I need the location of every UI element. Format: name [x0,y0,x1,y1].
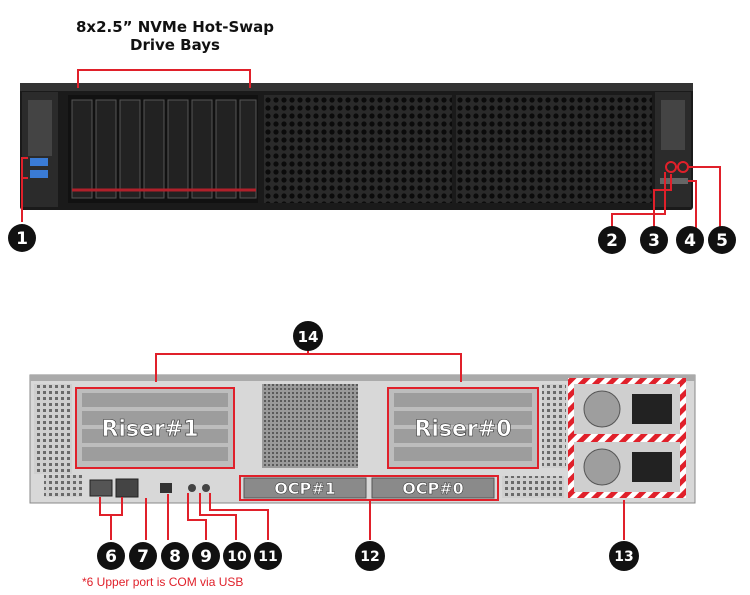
riser0-slot [394,411,532,425]
rear-chassis [29,374,696,504]
drive-bays-title: 8x2.5” NVMe Hot-Swap Drive Bays [70,18,280,54]
callout-badge-6: 6 [97,542,125,570]
drive-bays-bracket [77,69,251,88]
ocp1-slot [243,477,367,499]
front-chassis [20,83,693,210]
drive-bay [167,99,189,199]
psu-upper-inlet [632,394,672,424]
front-top-edge [20,83,693,91]
callout-badge-4: 4 [676,226,704,254]
drive-bay [71,99,93,199]
drive-bay [95,99,117,199]
riser0-outline [387,387,539,469]
callout-line-2 [611,172,666,228]
left-ear-texture [28,100,52,156]
callout-line-9 [187,493,207,540]
lan-port [115,478,139,498]
callout-line-3 [653,174,672,228]
drive-bays [71,99,257,199]
callout-line-5 [689,166,721,228]
riser0-slot [394,447,532,461]
front-grille-left [264,95,452,203]
callout-number: 14 [298,328,319,346]
callout-number: 10 [227,549,247,565]
psu-lower-fan [583,448,621,486]
io-right-vent [502,476,564,498]
callout-badge-12: 12 [355,541,385,571]
rear-left-vent [34,384,72,474]
display-port [160,483,172,493]
callout-number: 4 [684,231,696,251]
callout-number: 13 [614,549,633,565]
drive-bay [143,99,165,199]
power-button [202,484,210,492]
front-grille-right [456,95,652,203]
title-line-1: 8x2.5” NVMe Hot-Swap [75,18,275,36]
callout-line-10 [199,493,237,540]
riser0-slot [394,429,532,443]
id-button [188,484,196,492]
callout-number: 11 [258,549,277,565]
callout-badge-2: 2 [598,226,626,254]
callout-number: 3 [648,231,660,251]
callout-number: 5 [716,231,728,251]
psu-upper-fan [583,390,621,428]
rear-top-edge [30,375,695,381]
callout-badge-3: 3 [640,226,668,254]
power-led [665,161,677,173]
callout-number: 6 [105,547,117,567]
callout-line-4 [688,180,697,228]
io-left-vent [44,475,82,497]
callout-line-11 [209,493,269,540]
callout-line-1 [21,157,28,222]
riser0-label: Riser#0 [414,417,511,442]
drive-bay [191,99,213,199]
rear-center-mesh [262,384,358,468]
callout-number: 12 [360,549,379,565]
callout-number: 1 [16,229,28,249]
footnote: *6 Upper port is COM via USB [82,575,244,589]
callout-badge-9: 9 [192,542,220,570]
drive-bay [215,99,237,199]
riser1-slot [82,447,228,461]
rear-right-vent [542,384,566,468]
status-leds [660,178,688,184]
callout-badges: 1 2 3 4 5 14 6 7 8 9 10 11 12 13 [8,224,736,571]
callout-number: 8 [169,547,181,567]
callout-badge-1: 1 [8,224,36,252]
riser1-label: Riser#1 [101,417,198,442]
id-led [677,161,689,173]
callout-number: 9 [200,547,212,567]
riser0-slot [394,393,532,407]
psu-lower-inlet [632,452,672,482]
ocp1-label: OCP#1 [274,479,336,498]
callout-badge-13: 13 [609,541,639,571]
riser1-slot [82,429,228,443]
right-ear-texture [661,100,685,150]
ocp0-label: OCP#0 [402,479,464,498]
usb-port-upper [30,158,48,166]
riser1-slot [82,393,228,407]
title-line-2: Drive Bays [130,36,220,54]
riser1-slot [82,411,228,425]
usb-com-port [89,479,113,497]
callout-badge-5: 5 [708,226,736,254]
drive-bay [119,99,141,199]
riser1-outline [75,387,235,469]
callout-badge-10: 10 [223,542,251,570]
callout-number: 7 [137,547,149,567]
ocp0-slot [371,477,495,499]
callout-badge-7: 7 [129,542,157,570]
drive-bay [239,99,257,199]
usb-port-lower [30,170,48,178]
callout-badge-8: 8 [161,542,189,570]
callout-number: 2 [606,231,618,251]
callout-badge-11: 11 [254,542,282,570]
callout-badge-14: 14 [293,321,323,351]
